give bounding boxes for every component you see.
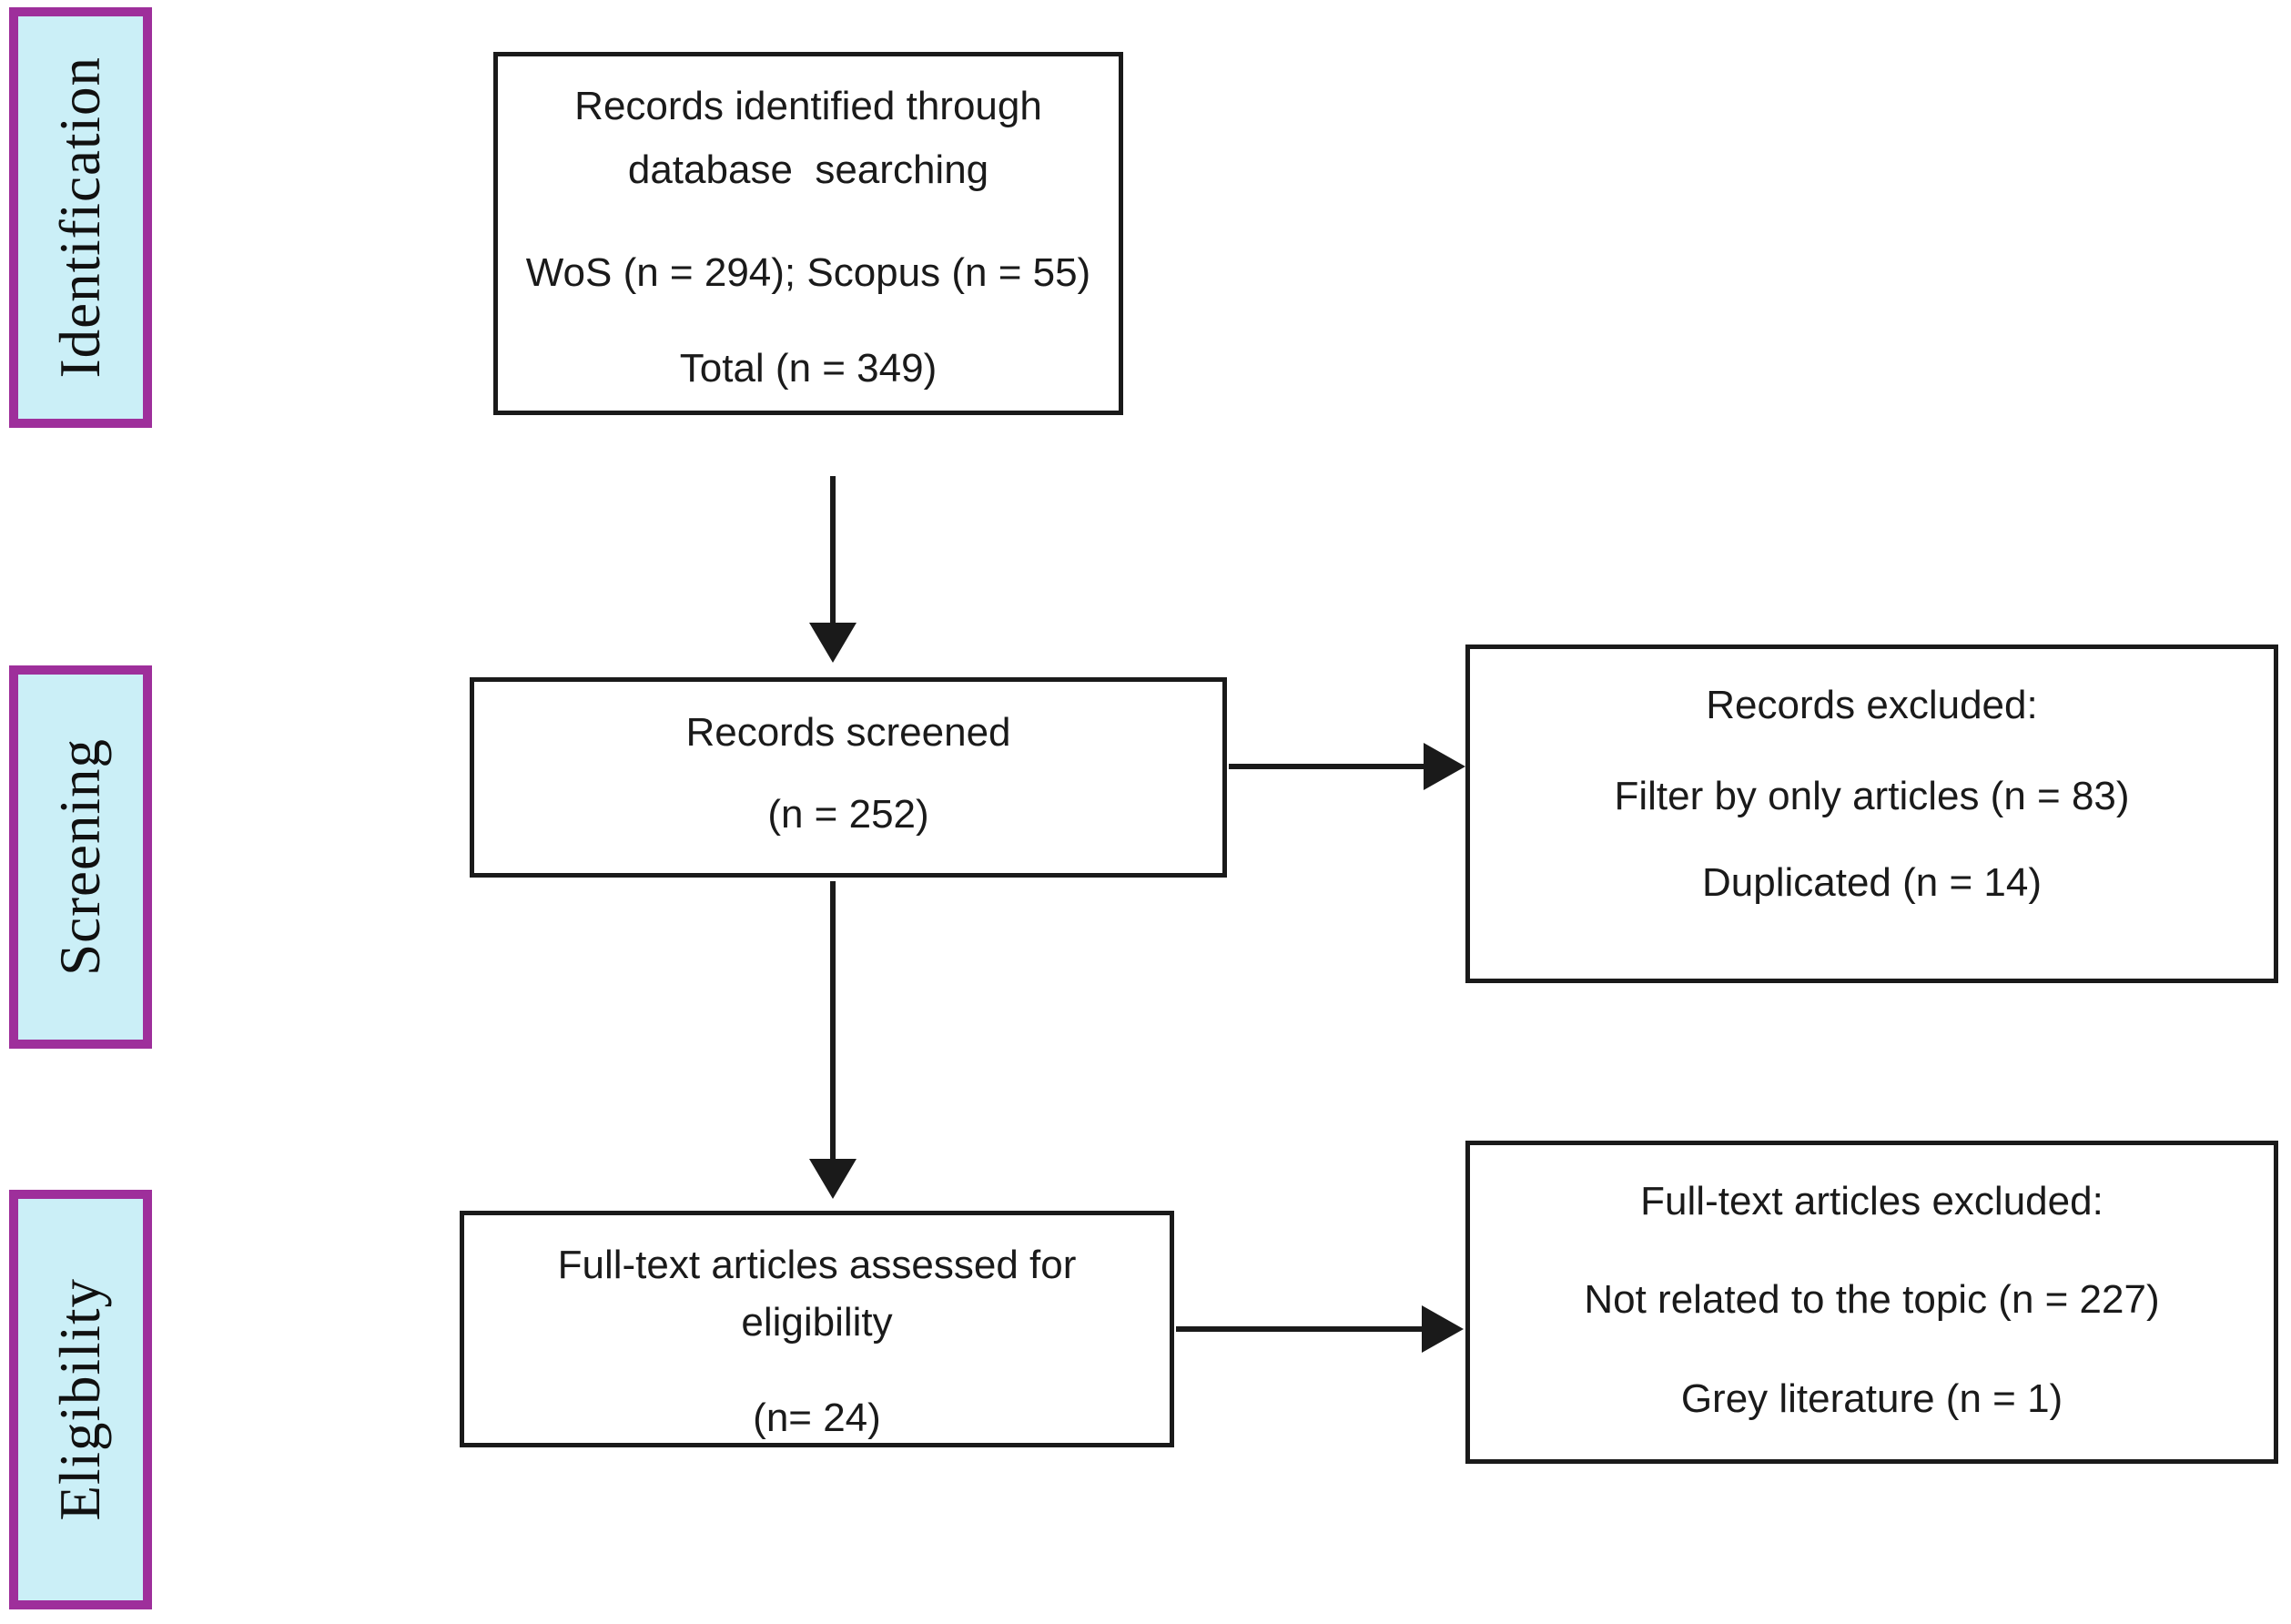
records-identified-title-line2: database searching	[627, 147, 989, 192]
box-fulltext-excluded: Full-text articles excluded: Not related…	[1465, 1141, 2278, 1464]
stage-eligibility-label: Eligibility	[48, 1278, 112, 1521]
records-identified-counts: WoS (n = 294); Scopus (n = 55)	[525, 250, 1091, 295]
stage-eligibility: Eligibility	[9, 1190, 152, 1609]
arrowhead-right-icon	[1424, 743, 1465, 790]
stage-identification: Identification	[9, 7, 152, 428]
arrowhead-down-icon	[809, 1159, 857, 1199]
arrow-shaft	[830, 881, 836, 1160]
fulltext-excluded-reason-topic: Not related to the topic (n = 227)	[1584, 1277, 2160, 1322]
box-records-excluded: Records excluded: Filter by only article…	[1465, 645, 2278, 983]
arrow-shaft	[1229, 764, 1425, 769]
fulltext-assessed-title-line1: Full-text articles assessed for	[557, 1243, 1077, 1287]
stage-screening-label: Screening	[48, 738, 112, 976]
box-records-screened: Records screened (n = 252)	[470, 677, 1227, 878]
records-screened-title: Records screened	[685, 710, 1011, 755]
arrow-shaft	[830, 476, 836, 624]
box-records-identified: Records identified through database sear…	[493, 52, 1123, 415]
fulltext-excluded-title: Full-text articles excluded:	[1640, 1179, 2103, 1223]
records-excluded-reason-filter: Filter by only articles (n = 83)	[1614, 774, 2130, 818]
fulltext-excluded-reason-grey: Grey literature (n = 1)	[1680, 1376, 2063, 1421]
stage-screening: Screening	[9, 665, 152, 1049]
records-identified-title-line1: Records identified through	[574, 84, 1042, 128]
records-screened-count: (n = 252)	[767, 792, 929, 837]
arrow-shaft	[1176, 1326, 1424, 1332]
box-fulltext-assessed: Full-text articles assessed for eligibil…	[460, 1211, 1174, 1447]
arrowhead-right-icon	[1422, 1305, 1464, 1353]
fulltext-assessed-title-line2: eligibility	[741, 1300, 893, 1345]
fulltext-assessed-count: (n= 24)	[753, 1396, 881, 1440]
records-identified-total: Total (n = 349)	[679, 346, 938, 391]
records-excluded-title: Records excluded:	[1706, 683, 2038, 727]
stage-identification-label: Identification	[48, 56, 112, 379]
arrowhead-down-icon	[809, 623, 857, 663]
records-excluded-reason-duplicated: Duplicated (n = 14)	[1702, 860, 2042, 905]
